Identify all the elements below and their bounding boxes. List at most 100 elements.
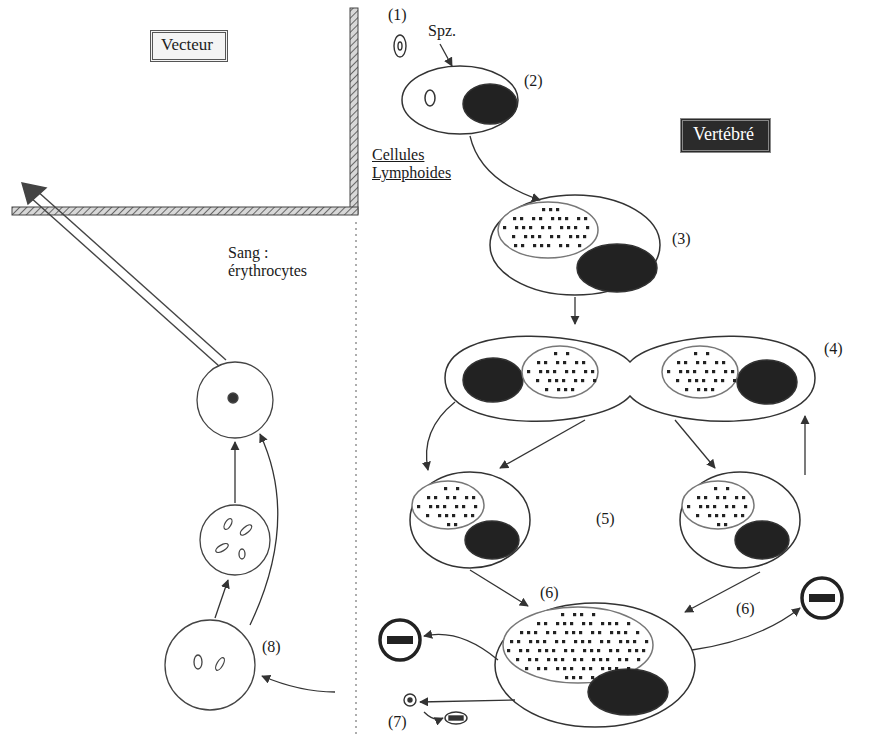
schizont-granule — [697, 496, 700, 499]
schizont-granule — [714, 379, 717, 382]
schizont-granule — [609, 649, 612, 652]
schizont-granule — [539, 217, 542, 220]
schizont-granule — [464, 514, 467, 517]
schizont-granule — [695, 379, 698, 382]
schizont-granule — [565, 370, 568, 373]
host-cell — [410, 472, 530, 568]
schizont-granule — [574, 379, 577, 382]
schizont-granule — [519, 649, 522, 652]
schizont-granule — [618, 658, 621, 661]
schizont-granule — [556, 667, 559, 670]
schizont-granule — [576, 235, 579, 238]
schizont-granule — [515, 226, 518, 229]
schizont-granule — [637, 658, 640, 661]
schizont-granule — [520, 631, 523, 634]
schizont-granule — [462, 505, 465, 508]
schizont-granule — [564, 649, 567, 652]
schizont-granule — [635, 649, 638, 652]
host-cell — [495, 603, 695, 727]
schizont-granule — [677, 361, 680, 364]
schizont-granule — [564, 388, 567, 391]
schizont-granule — [588, 640, 591, 643]
schizont-granule — [713, 505, 716, 508]
schizont-granule — [453, 496, 456, 499]
schizont-granule — [645, 640, 648, 643]
schizont-granule — [598, 631, 601, 634]
schizont-granule — [579, 676, 582, 679]
schizont-granule — [714, 487, 717, 490]
callout-number: (7) — [388, 713, 407, 731]
region-name: Vecteur — [161, 35, 217, 55]
schizont-granule — [553, 370, 556, 373]
schizont-granule — [584, 370, 587, 373]
schizont-granule — [549, 208, 552, 211]
erythrocyte — [165, 620, 255, 710]
schizont-granule — [582, 622, 585, 625]
schizont-granule — [735, 496, 738, 499]
schizont-granule — [573, 658, 576, 661]
schizont-granule — [514, 244, 517, 247]
schizont-granule — [550, 235, 553, 238]
host-cell — [402, 66, 815, 727]
schizont-granule — [610, 631, 613, 634]
schizont-granule — [444, 487, 447, 490]
stage-name: Spz. — [428, 22, 456, 40]
schizont-granule — [427, 496, 430, 499]
cell-type-label: Cellules Lymphoides — [372, 146, 464, 183]
host-cell — [737, 360, 797, 404]
host-cell — [588, 669, 668, 715]
schizont-granule — [446, 496, 449, 499]
schizont-granule — [744, 505, 747, 508]
schizont-granule — [558, 217, 561, 220]
host-cell — [465, 521, 519, 559]
callout-number: (2) — [524, 72, 543, 90]
schizont-granule — [626, 640, 629, 643]
infected-erythrocyte — [387, 636, 413, 644]
schizont-granule — [599, 658, 602, 661]
schizont-granule — [417, 505, 420, 508]
infected-erythrocyte — [809, 594, 835, 602]
schizont-granule — [717, 523, 720, 526]
schizont-granule — [676, 379, 679, 382]
schizont-granule — [608, 667, 611, 670]
schizont-granule — [436, 505, 439, 508]
transmission-arrow — [30, 197, 219, 366]
schizont-granule — [696, 514, 699, 517]
vector-frame — [12, 207, 358, 215]
schizont-granule — [517, 640, 520, 643]
schizont-granule — [552, 649, 555, 652]
schizont-granule — [685, 388, 688, 391]
callout-number: (6) — [540, 584, 559, 602]
schizont-granule — [708, 514, 711, 517]
erythrocyte — [222, 517, 233, 530]
schizont-granule — [572, 370, 575, 373]
schizont-granule — [584, 217, 587, 220]
schizont-granule — [598, 676, 601, 679]
host-cell — [425, 90, 435, 106]
schizont-granule — [642, 649, 645, 652]
schizont-granule — [554, 658, 557, 661]
schizont-granule — [561, 658, 564, 661]
schizont-granule — [529, 640, 532, 643]
schizont-granule — [581, 640, 584, 643]
host-cell — [682, 481, 754, 529]
schizont-granule — [633, 640, 636, 643]
schizont-granule — [589, 622, 592, 625]
cycle-arrow — [804, 416, 805, 475]
schizont-granule — [563, 622, 566, 625]
cycle-arrow — [215, 44, 805, 719]
callout-number: (6) — [736, 600, 755, 618]
schizont-granule — [544, 667, 547, 670]
schizont-granule — [561, 613, 564, 616]
region-tag: Vecteur — [150, 30, 228, 62]
schizont-granule — [712, 370, 715, 373]
schizont-granule — [565, 631, 568, 634]
schizont-granule — [539, 370, 542, 373]
schizont-granule — [438, 514, 441, 517]
schizont-granule — [732, 505, 735, 508]
schizont-granule — [543, 640, 546, 643]
schizont-granule — [563, 361, 566, 364]
schizont-granule — [570, 667, 573, 670]
schizont-granule — [538, 649, 541, 652]
